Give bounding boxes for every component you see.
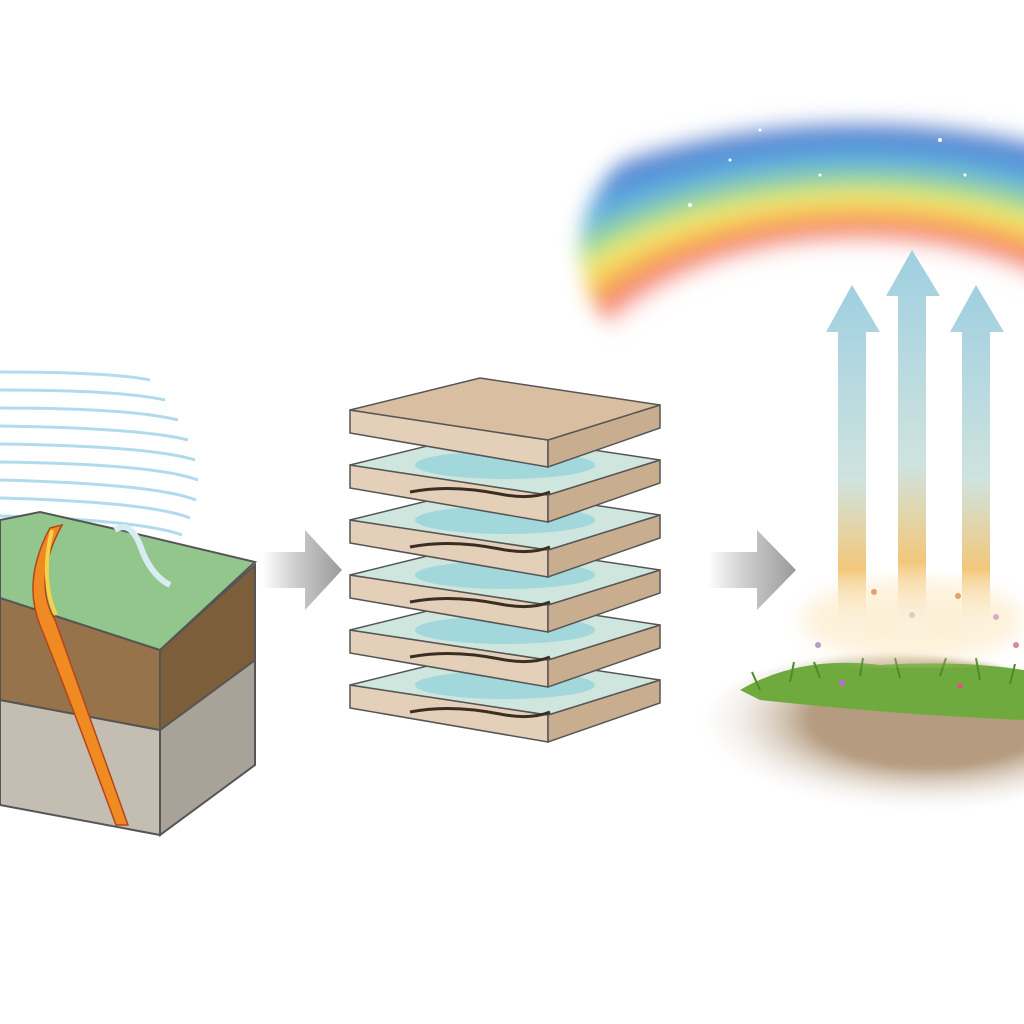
arrow-right-icon (708, 530, 796, 610)
arrow-right-icon (262, 530, 342, 610)
crack-line (409, 596, 551, 609)
soil-side-face (159, 562, 256, 732)
slab-layer (349, 377, 661, 469)
fault-line (32, 523, 130, 826)
slab-top-face (349, 377, 661, 441)
arrow-up-icon (950, 285, 1004, 640)
crack-line (409, 486, 551, 499)
crack-line (409, 706, 551, 719)
crack-line (409, 651, 551, 664)
crack-line (409, 541, 551, 554)
arrow-up-icon (826, 285, 880, 640)
grass-top-face (0, 510, 258, 652)
water-stream (113, 524, 172, 588)
rising-arrows (802, 250, 1022, 660)
arrow-up-icon (886, 250, 940, 640)
layer-stack (349, 377, 661, 744)
ground-patch (690, 589, 1024, 815)
sound-waves-icon (0, 370, 199, 537)
rainbow-sky (580, 80, 1024, 420)
terrain-block (0, 510, 258, 837)
